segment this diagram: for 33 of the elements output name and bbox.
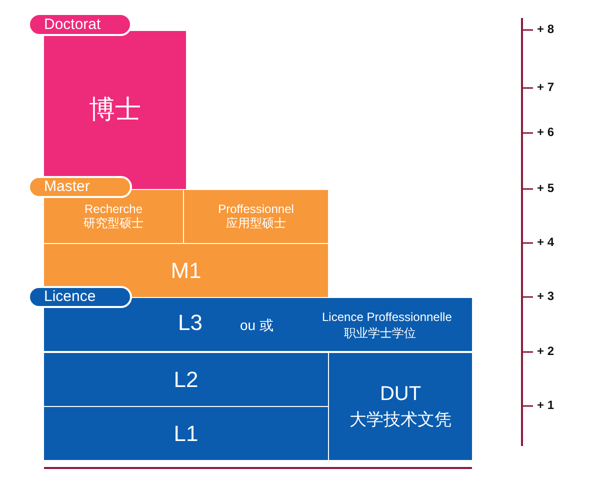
level-label: 职业学士学位: [344, 327, 416, 341]
level-label: L2: [174, 366, 198, 392]
level-tab: [28, 286, 132, 308]
level-label: 大学技术文凭: [350, 410, 452, 430]
tab-label: Doctorat: [44, 16, 101, 34]
level-tab: [28, 13, 132, 36]
scale-label: + 7: [537, 80, 554, 94]
level-label: 博士: [89, 95, 141, 125]
level-label: L1: [174, 420, 198, 446]
scale-label: + 2: [537, 344, 554, 358]
level-label: 研究型硕士: [84, 216, 144, 230]
scale-label: + 5: [537, 181, 554, 195]
level-tab: [28, 176, 132, 198]
scale-label: + 4: [537, 235, 554, 249]
level-box: [44, 407, 328, 460]
level-label: M1: [170, 258, 202, 284]
tab-label: Master: [44, 178, 90, 196]
level-box: [44, 353, 328, 406]
scale-label: + 6: [537, 125, 554, 139]
level-label: Licence Proffessionnelle: [322, 311, 452, 325]
level-label: 应用型硕士: [226, 216, 286, 230]
scale-label: + 3: [537, 289, 554, 303]
level-box: [44, 190, 183, 243]
scale-label: + 8: [537, 22, 554, 36]
level-box: [329, 353, 472, 460]
level-box: [184, 190, 328, 243]
level-label: ou 或: [240, 317, 274, 334]
scale-label: + 1: [537, 398, 554, 412]
level-label: L3: [178, 310, 202, 336]
tab-label: Licence: [44, 288, 96, 306]
level-label: Proffessionnel: [218, 202, 294, 216]
level-label: DUT: [380, 383, 422, 406]
level-label: Recherche: [84, 202, 143, 216]
